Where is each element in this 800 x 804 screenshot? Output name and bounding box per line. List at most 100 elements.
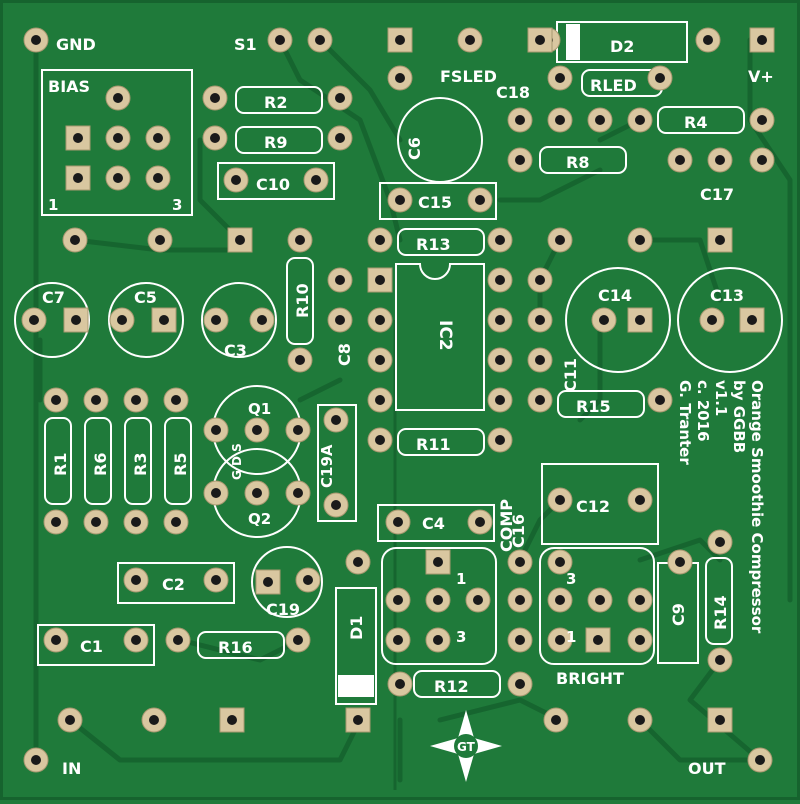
pad-hole (433, 557, 443, 567)
pad-hole (65, 715, 75, 725)
comp-trimmer-outline (381, 547, 497, 665)
bias-pin1-label: 1 (48, 196, 58, 214)
pads (21, 27, 775, 773)
pad-hole (703, 35, 713, 45)
pad-hole (295, 235, 305, 245)
pad-hole (311, 175, 321, 185)
c10-outline (217, 162, 335, 200)
c1-label: C1 (80, 637, 103, 656)
r4-label: R4 (684, 113, 707, 132)
pad-hole (293, 425, 303, 435)
pad-hole (675, 155, 685, 165)
credit-line-1: Orange Smoothie Compressor (748, 380, 766, 634)
c5-outline (108, 282, 184, 358)
ic2-outline (395, 263, 485, 411)
pad-hole (555, 635, 565, 645)
credit-line-2: by GGBB (730, 380, 748, 453)
c10-label: C10 (256, 175, 290, 194)
pad-hole (715, 715, 725, 725)
pad-hole (495, 235, 505, 245)
pad-hole (393, 517, 403, 527)
pad-hole (71, 315, 81, 325)
pad-hole (757, 155, 767, 165)
r12-outline (413, 670, 501, 698)
pad-hole (595, 595, 605, 605)
gnd-label: GND (56, 35, 96, 54)
pad-hole (70, 235, 80, 245)
c16-label: C16 (509, 514, 528, 548)
pad-hole (303, 575, 313, 585)
pad-hole (252, 425, 262, 435)
pad-hole (495, 435, 505, 445)
pad-hole (173, 635, 183, 645)
pad-hole (635, 715, 645, 725)
pad-hole (715, 537, 725, 547)
pad-hole (393, 635, 403, 645)
c5-label: C5 (134, 288, 157, 307)
c7-outline (14, 282, 90, 358)
pad-hole (153, 173, 163, 183)
gt-logo: GT (430, 710, 502, 782)
pad-hole (113, 133, 123, 143)
vplus-label: V+ (748, 67, 774, 86)
pad-hole (31, 35, 41, 45)
pad-hole (395, 35, 405, 45)
r1-outline (44, 417, 72, 505)
comp-label: COMP (497, 499, 516, 552)
pad-hole (131, 575, 141, 585)
pad-hole (171, 395, 181, 405)
pad-hole (495, 275, 505, 285)
pad-hole (51, 635, 61, 645)
pad-hole (515, 635, 525, 645)
r9-outline (235, 126, 323, 154)
pad-hole (635, 315, 645, 325)
c19-label: C19 (266, 600, 300, 619)
pad-hole (275, 35, 285, 45)
pad-hole (331, 415, 341, 425)
c1-outline (37, 624, 155, 666)
pad-hole (353, 557, 363, 567)
c13-outline (677, 267, 783, 373)
pad-hole (263, 577, 273, 587)
pad-hole (595, 115, 605, 125)
pad-hole (465, 35, 475, 45)
comp-pin3-label: 3 (456, 628, 466, 646)
pad-hole (73, 133, 83, 143)
r15-outline (557, 390, 645, 418)
c4-outline (377, 504, 495, 542)
pad-hole (375, 395, 385, 405)
r16-outline (197, 631, 285, 659)
pad-hole (375, 275, 385, 285)
component-labels: R2 R9 RLED R4 R8 R13 R11 R15 R16 R12 C10… (42, 37, 744, 696)
pad-hole (593, 635, 603, 645)
pad-hole (51, 395, 61, 405)
pad-hole (375, 235, 385, 245)
bright-label: BRIGHT (556, 669, 624, 688)
pad-hole (131, 517, 141, 527)
pad-hole (675, 557, 685, 567)
pad-hole (51, 517, 61, 527)
c6-label: C6 (405, 137, 424, 160)
pad-hole (335, 315, 345, 325)
r2-label: R2 (264, 93, 287, 112)
r8-label: R8 (566, 153, 589, 172)
pad-hole (210, 133, 220, 143)
pad-hole (715, 235, 725, 245)
pad-hole (555, 73, 565, 83)
r5-label: R5 (171, 453, 190, 476)
q-pin-label: G D S (230, 443, 244, 480)
fsled-label: FSLED (440, 67, 497, 86)
pad-hole (495, 315, 505, 325)
in-label: IN (62, 759, 81, 778)
pad-hole (375, 435, 385, 445)
c13-label: C13 (710, 286, 744, 305)
gt-logo-text: GT (457, 740, 476, 754)
r16-label: R16 (218, 638, 253, 657)
out-label: OUT (688, 759, 726, 778)
pad-hole (375, 355, 385, 365)
pad-hole (375, 315, 385, 325)
pad-hole (757, 35, 767, 45)
pad-hole (149, 715, 159, 725)
c3-outline (201, 282, 277, 358)
pad-hole (211, 575, 221, 585)
